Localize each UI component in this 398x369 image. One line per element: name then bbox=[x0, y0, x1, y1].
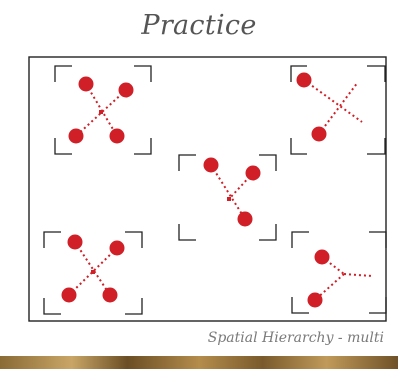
diagram-frame bbox=[29, 57, 386, 321]
center-marker bbox=[99, 110, 103, 114]
dot bbox=[110, 241, 125, 256]
dot bbox=[62, 288, 77, 303]
dot bbox=[315, 250, 330, 265]
connector-lines bbox=[304, 80, 362, 134]
dot bbox=[69, 129, 84, 144]
composition-top-left bbox=[55, 66, 151, 154]
bottom-photo-strip bbox=[0, 356, 398, 369]
dot bbox=[204, 158, 219, 173]
dot bbox=[110, 129, 125, 144]
corner-brackets bbox=[292, 232, 386, 313]
composition-bottom-right bbox=[292, 232, 386, 313]
dot bbox=[308, 293, 323, 308]
composition-top-right bbox=[291, 66, 385, 154]
dot bbox=[68, 235, 83, 250]
dot bbox=[119, 83, 134, 98]
diagram-caption: Spatial Hierarchy - multi bbox=[208, 330, 384, 346]
dot bbox=[297, 73, 312, 88]
dot bbox=[246, 166, 261, 181]
composition-center bbox=[179, 155, 276, 240]
dot bbox=[103, 288, 118, 303]
dot bbox=[238, 212, 253, 227]
dot bbox=[312, 127, 327, 142]
center-marker bbox=[227, 197, 231, 201]
dot bbox=[79, 77, 94, 92]
composition-bottom-left bbox=[44, 232, 142, 314]
center-marker bbox=[91, 270, 95, 274]
